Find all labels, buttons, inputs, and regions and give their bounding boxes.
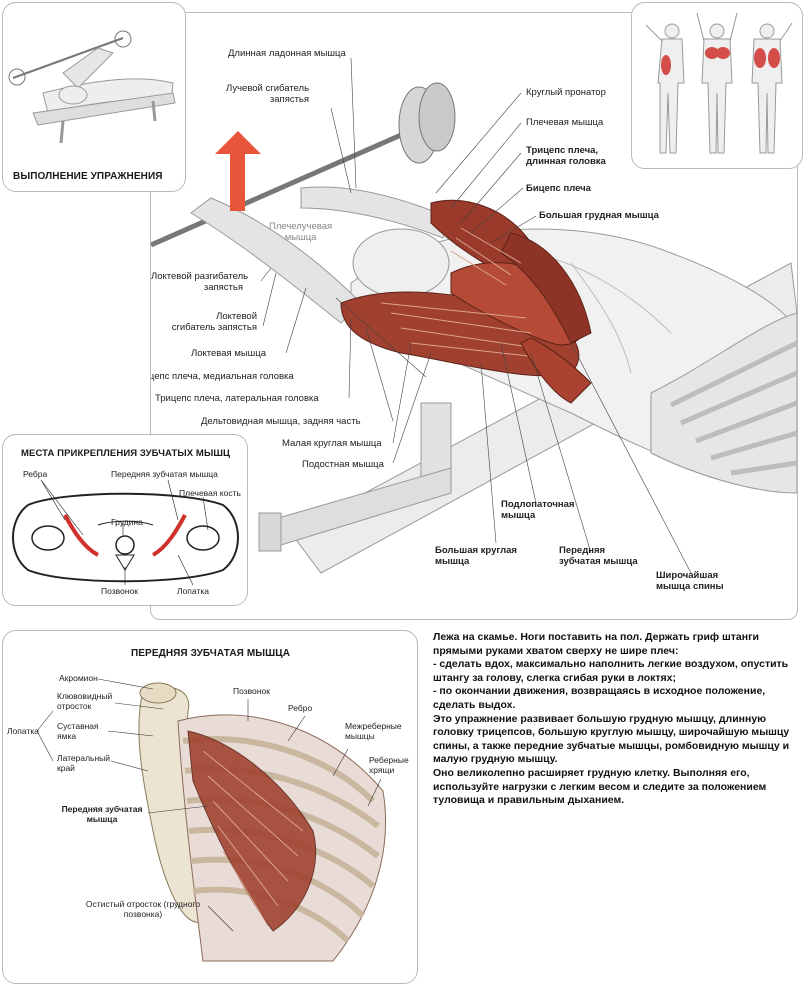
serr-label-mezhrebernye: Межреберные мышцы bbox=[345, 721, 402, 741]
serr-label-sustavnaya: Суставная ямка bbox=[57, 721, 99, 741]
serr-label-klyuvovidny: Клювовидный отросток bbox=[57, 691, 113, 711]
highlight-muscles bbox=[661, 47, 780, 75]
label-dlinnaya: Длинная ладонная мышца bbox=[228, 48, 346, 59]
label-loktevoy-razgib: Локтевой разгибатель запястья bbox=[151, 271, 249, 293]
forearm-drawing bbox=[190, 186, 452, 324]
barbell-drawing bbox=[151, 82, 456, 248]
attach-label-lopatka: Лопатка bbox=[177, 586, 209, 596]
attach-label-plechevaya-kost: Плечевая кость bbox=[179, 488, 241, 498]
label-triceps-long: Трицепс плеча, длинная головка bbox=[526, 145, 606, 167]
label-podlopatochnaya: Подлопаточная мышца bbox=[501, 499, 575, 521]
serratus-muscle-drawing bbox=[187, 730, 317, 932]
muscle-drawing bbox=[340, 199, 592, 404]
label-loktevoy-sgib: Локтевой сгибатель запястья bbox=[171, 311, 257, 333]
serratus-attachment-inset: МЕСТА ПРИКРЕПЛЕНИЯ ЗУБЧАТЫХ МЫШЦ Ребра П… bbox=[2, 434, 248, 606]
label-perednyaya-zub: Передняя зубчатая мышца bbox=[559, 545, 638, 567]
serratus-leader-lines bbox=[36, 678, 382, 932]
serr-label-akromion: Акромион bbox=[59, 673, 98, 683]
attach-label-grudina: Грудина bbox=[111, 517, 143, 527]
serr-label-rebernye: Реберные хрящи bbox=[369, 755, 409, 775]
label-biceps: Бицепс плеча bbox=[526, 183, 591, 194]
exercise-execution-title: ВЫПОЛНЕНИЕ УПРАЖНЕНИЯ bbox=[13, 171, 163, 182]
attach-label-rebra: Ребра bbox=[23, 469, 48, 479]
leader-lines bbox=[260, 57, 692, 574]
serr-label-ostisty: Остистый отросток (грудного позвонка) bbox=[85, 899, 201, 919]
serr-label-lateralny: Латеральный край bbox=[57, 753, 111, 773]
label-luchevoy: Лучевой сгибатель запястья bbox=[226, 83, 310, 105]
description-paragraph: - сделать вдох, максимально наполнить ле… bbox=[433, 658, 789, 684]
label-plechevaya: Плечевая мышца bbox=[526, 117, 604, 128]
label-triceps-med: Трицепс плеча, медиальная головка bbox=[150, 371, 294, 382]
attach-label-pozvonok: Позвонок bbox=[101, 586, 138, 596]
serratus-anterior-title: ПЕРЕДНЯЯ ЗУБЧАТАЯ МЫШЦА bbox=[131, 648, 291, 659]
serratus-attachment-title: МЕСТА ПРИКРЕПЛЕНИЯ ЗУБЧАТЫХ МЫШЦ bbox=[21, 448, 231, 459]
execution-thumbnail bbox=[8, 30, 176, 144]
attach-label-perednyaya: Передняя зубчатая мышца bbox=[111, 469, 218, 479]
label-triceps-lat: Трицепс плеча, латеральная головка bbox=[155, 393, 319, 404]
description-paragraph: Оно великолепно расширяет грудную клетку… bbox=[433, 766, 767, 807]
exercise-illustration bbox=[151, 57, 797, 574]
description-paragraph: - по окончании движения, возвращаясь в и… bbox=[433, 685, 766, 711]
label-podostnaya: Подостная мышца bbox=[302, 459, 384, 470]
label-deltoid: Дельтовидная мышца, задняя часть bbox=[201, 416, 361, 427]
label-bolshaya-kruglaya: Большая круглая мышца bbox=[435, 545, 517, 567]
head-drawing bbox=[352, 228, 450, 298]
label-shirochaishaya: Широчайшая мышца спины bbox=[656, 570, 724, 592]
label-grudnaya: Большая грудная мышца bbox=[539, 210, 659, 221]
label-plecheluch: Плечелучевая мышца bbox=[269, 221, 333, 243]
exercise-description: Лежа на скамье. Ноги поставить на пол. Д… bbox=[433, 631, 793, 808]
ribcage-cross-section bbox=[12, 479, 239, 586]
description-paragraph: Лежа на скамье. Ноги поставить на пол. Д… bbox=[433, 631, 759, 657]
serratus-anterior-inset: ПЕРЕДНЯЯ ЗУБЧАТАЯ МЫШЦА bbox=[2, 630, 418, 984]
serr-label-perednyaya: Передняя зубчатая мышца bbox=[61, 804, 143, 824]
label-krugly-pronator: Круглый пронатор bbox=[526, 87, 606, 98]
serratus-anatomy-drawing bbox=[36, 678, 386, 962]
serr-label-lopatka: Лопатка bbox=[7, 726, 39, 736]
label-malaya-kruglaya: Малая круглая мышца bbox=[282, 438, 382, 449]
description-paragraph: Это упражнение развивает большую грудную… bbox=[433, 712, 790, 766]
muscle-figures-inset bbox=[631, 2, 803, 169]
exercise-execution-inset: ВЫПОЛНЕНИЕ УПРАЖНЕНИЯ bbox=[2, 2, 186, 192]
anatomy-figures bbox=[645, 12, 793, 154]
serr-label-rebro: Ребро bbox=[288, 703, 313, 713]
serr-label-pozvonok: Позвонок bbox=[233, 686, 270, 696]
label-loktevaya: Локтевая мышца bbox=[191, 348, 267, 359]
direction-arrow-icon bbox=[215, 131, 261, 211]
